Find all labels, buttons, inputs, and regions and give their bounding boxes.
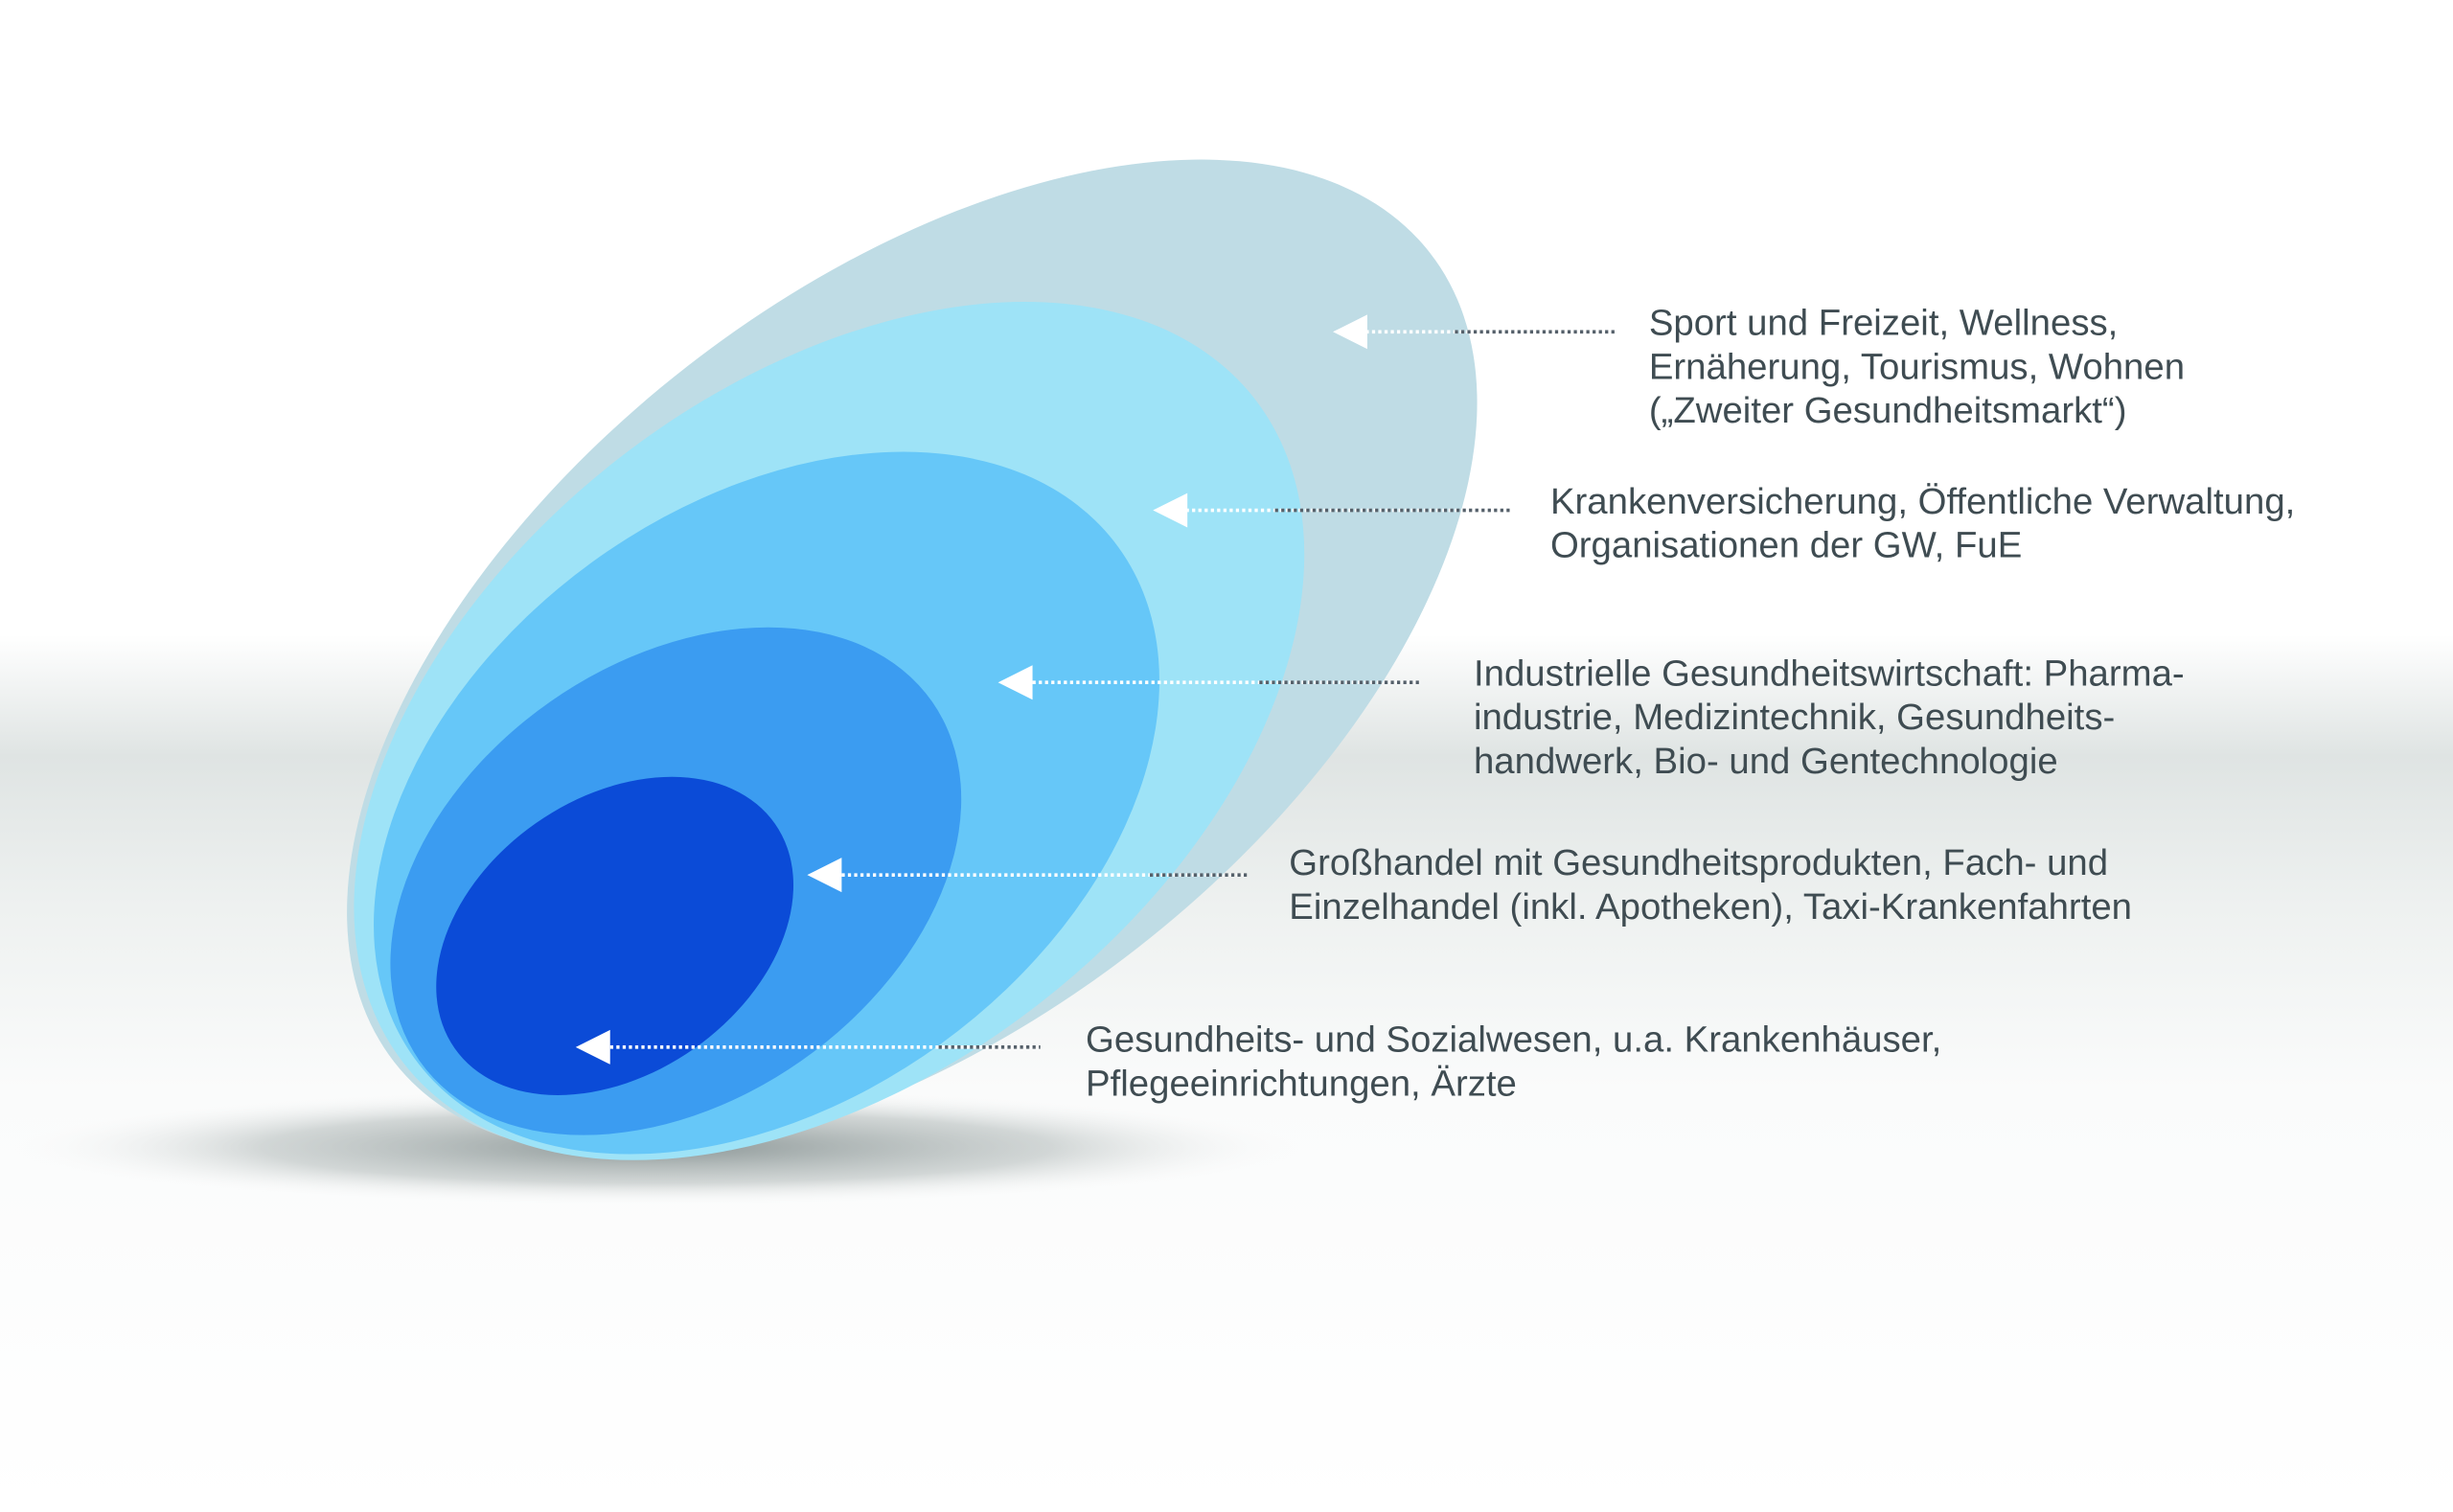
dotted-leader-dark-segments: [938, 330, 1615, 1049]
layer-label-second-health-market: Sport und Freizeit, Wellness, Ernäherung…: [1649, 303, 2195, 431]
layer-label-insurance-administration: Krankenversicherung, Öffentliche Verwalt…: [1550, 481, 2305, 566]
arrow-left-icon: [997, 665, 1033, 700]
ring-health-social-services: [436, 776, 794, 1095]
arrow-left-icon: [1333, 314, 1367, 350]
arrow-left-icon: [807, 858, 842, 893]
arrow-left-icon: [1153, 493, 1188, 528]
layer-label-industrial-health-economy: Industrielle Gesundheitswirtschaft: Phar…: [1474, 653, 2194, 781]
layer-label-wholesale-retail: Großhandel mit Gesundheitsprodukten, Fac…: [1289, 842, 2132, 928]
layer-label-health-social-services: Gesundheits- und Sozialwesen, u.a. Krank…: [1086, 1019, 1952, 1105]
arrow-left-icon: [575, 1029, 610, 1065]
